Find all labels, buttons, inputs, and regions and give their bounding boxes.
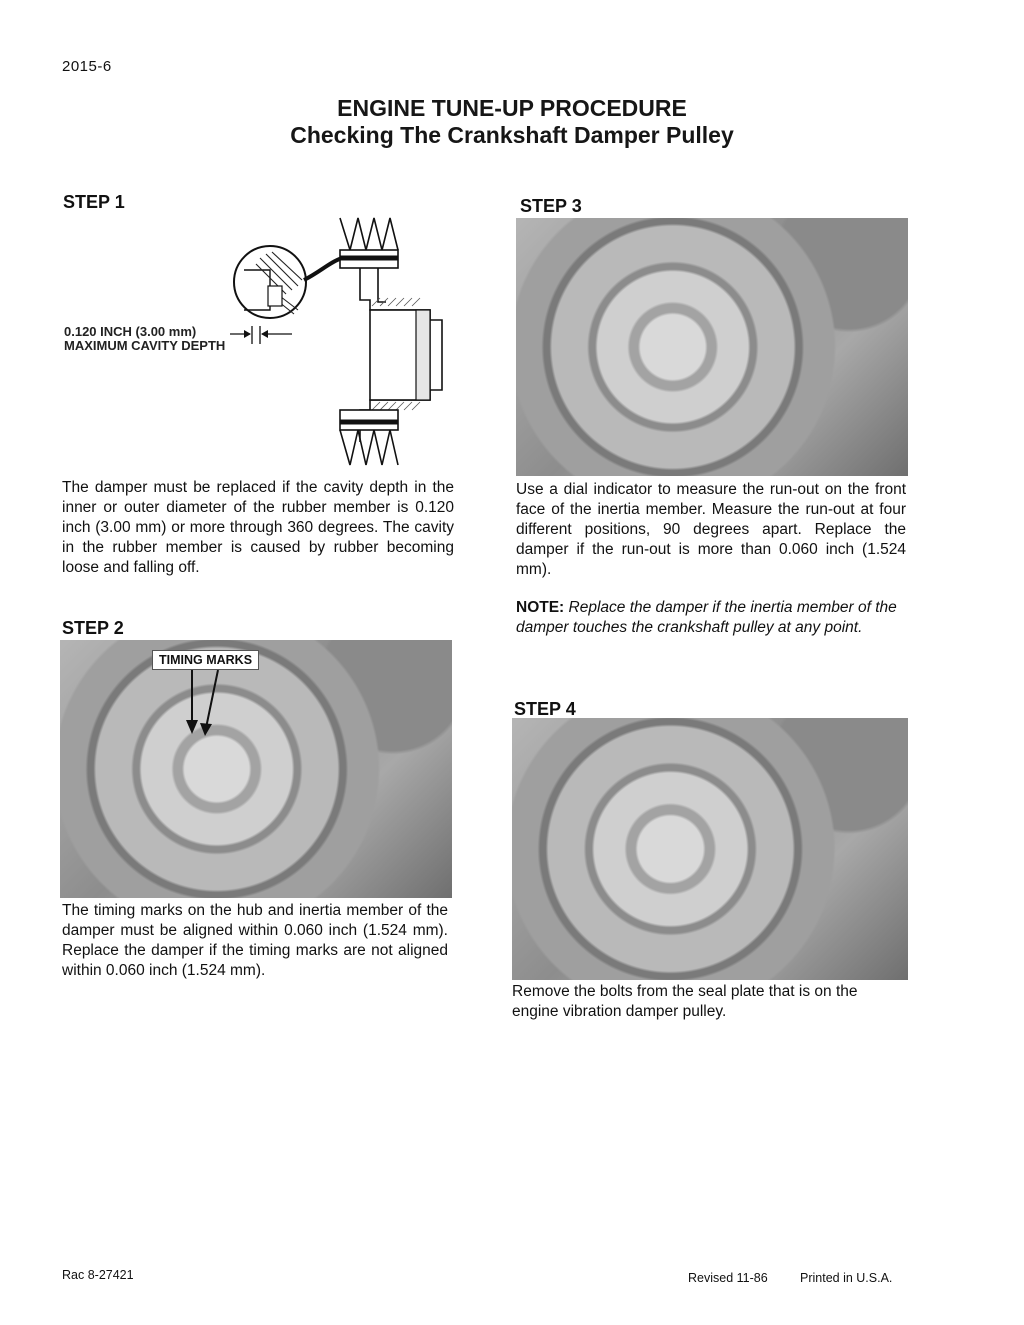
step3-dial-indicator-photo	[516, 218, 908, 476]
step4-text: Remove the bolts from the seal plate tha…	[512, 983, 858, 1020]
note-text: Replace the damper if the inertia member…	[516, 599, 897, 636]
step1-heading: STEP 1	[63, 192, 125, 212]
timing-marks-label: TIMING MARKS	[152, 650, 260, 670]
footer-reference: Rac 8-27421	[62, 1268, 134, 1282]
damper-cross-section-diagram	[230, 217, 443, 466]
timing-mark-arrows	[186, 669, 219, 736]
step2-text: The timing marks on the hub and inertia …	[62, 902, 448, 979]
step4-heading: STEP 4	[514, 699, 576, 719]
page-subtitle: Checking The Crankshaft Damper Pulley	[290, 122, 734, 148]
cavity-depth-label: 0.120 INCH (3.00 mm) MAXIMUM CAVITY DEPT…	[64, 325, 225, 353]
step3-text: Use a dial indicator to measure the run-…	[516, 481, 906, 578]
step2-heading: STEP 2	[62, 618, 124, 638]
step1-text: The damper must be replaced if the cavit…	[62, 479, 454, 576]
step3-heading: STEP 3	[520, 196, 582, 216]
note-label: NOTE:	[516, 599, 565, 616]
footer-revised: Revised 11-86	[688, 1271, 768, 1285]
page-number: 2015-6	[62, 58, 112, 75]
step2-timing-marks-photo	[60, 640, 452, 898]
cavity-depth-label-line1: 0.120 INCH (3.00 mm)	[64, 324, 197, 339]
page-title: ENGINE TUNE-UP PROCEDURE	[337, 95, 687, 121]
footer-printed: Printed in U.S.A.	[800, 1271, 893, 1285]
cavity-depth-label-line2: MAXIMUM CAVITY DEPTH	[64, 338, 226, 353]
step4-seal-plate-photo	[512, 718, 908, 980]
step3-note: NOTE: Replace the damper if the inertia …	[516, 598, 906, 638]
